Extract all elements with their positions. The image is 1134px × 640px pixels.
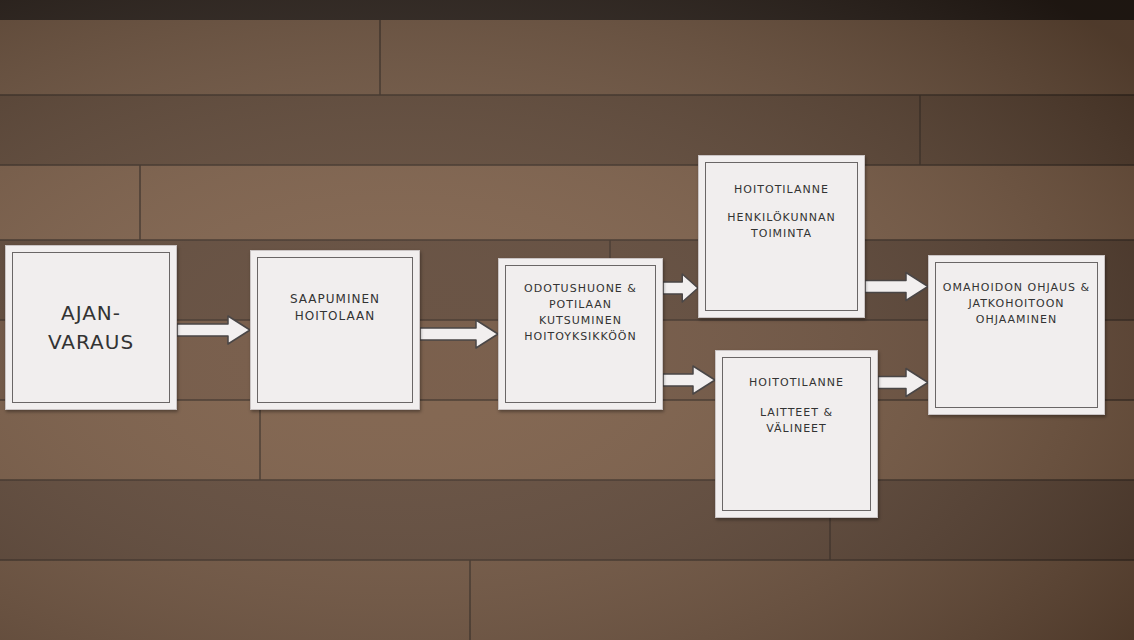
box-text: OMAHOIDON OHJAUS & JATKOHOITOON OHJAAMIN… [941,280,1092,328]
block-arrow [420,320,498,348]
process-box: ODOTUSHUONE & POTILAAN KUTSUMINEN HOITOY… [498,258,663,410]
block-arrow [878,369,928,397]
box-text: HOITOTILANNE [749,375,844,391]
process-box: AJAN- VARAUS [5,245,177,410]
block-arrow [663,366,715,394]
box-text: ODOTUSHUONE & POTILAAN KUTSUMINEN HOITOY… [511,281,650,345]
box-body-text: HENKILÖKUNNAN TOIMINTA [711,210,852,242]
block-arrow [177,316,250,344]
block-arrow [865,273,928,301]
box-text: SAAPUMINEN HOITOLAAN [265,291,405,326]
process-box: HOITOTILANNE HENKILÖKUNNAN TOIMINTA [698,155,865,318]
process-box: HOITOTILANNE LAITTEET & VÄLINEET [715,350,878,518]
box-text: AJAN- VARAUS [20,299,162,357]
box-body-text: LAITTEET & VÄLINEET [728,405,865,437]
process-box: SAAPUMINEN HOITOLAAN [250,250,420,410]
block-arrow [663,274,698,302]
process-box: OMAHOIDON OHJAUS & JATKOHOITOON OHJAAMIN… [928,255,1105,415]
box-text: HOITOTILANNE [734,182,829,198]
